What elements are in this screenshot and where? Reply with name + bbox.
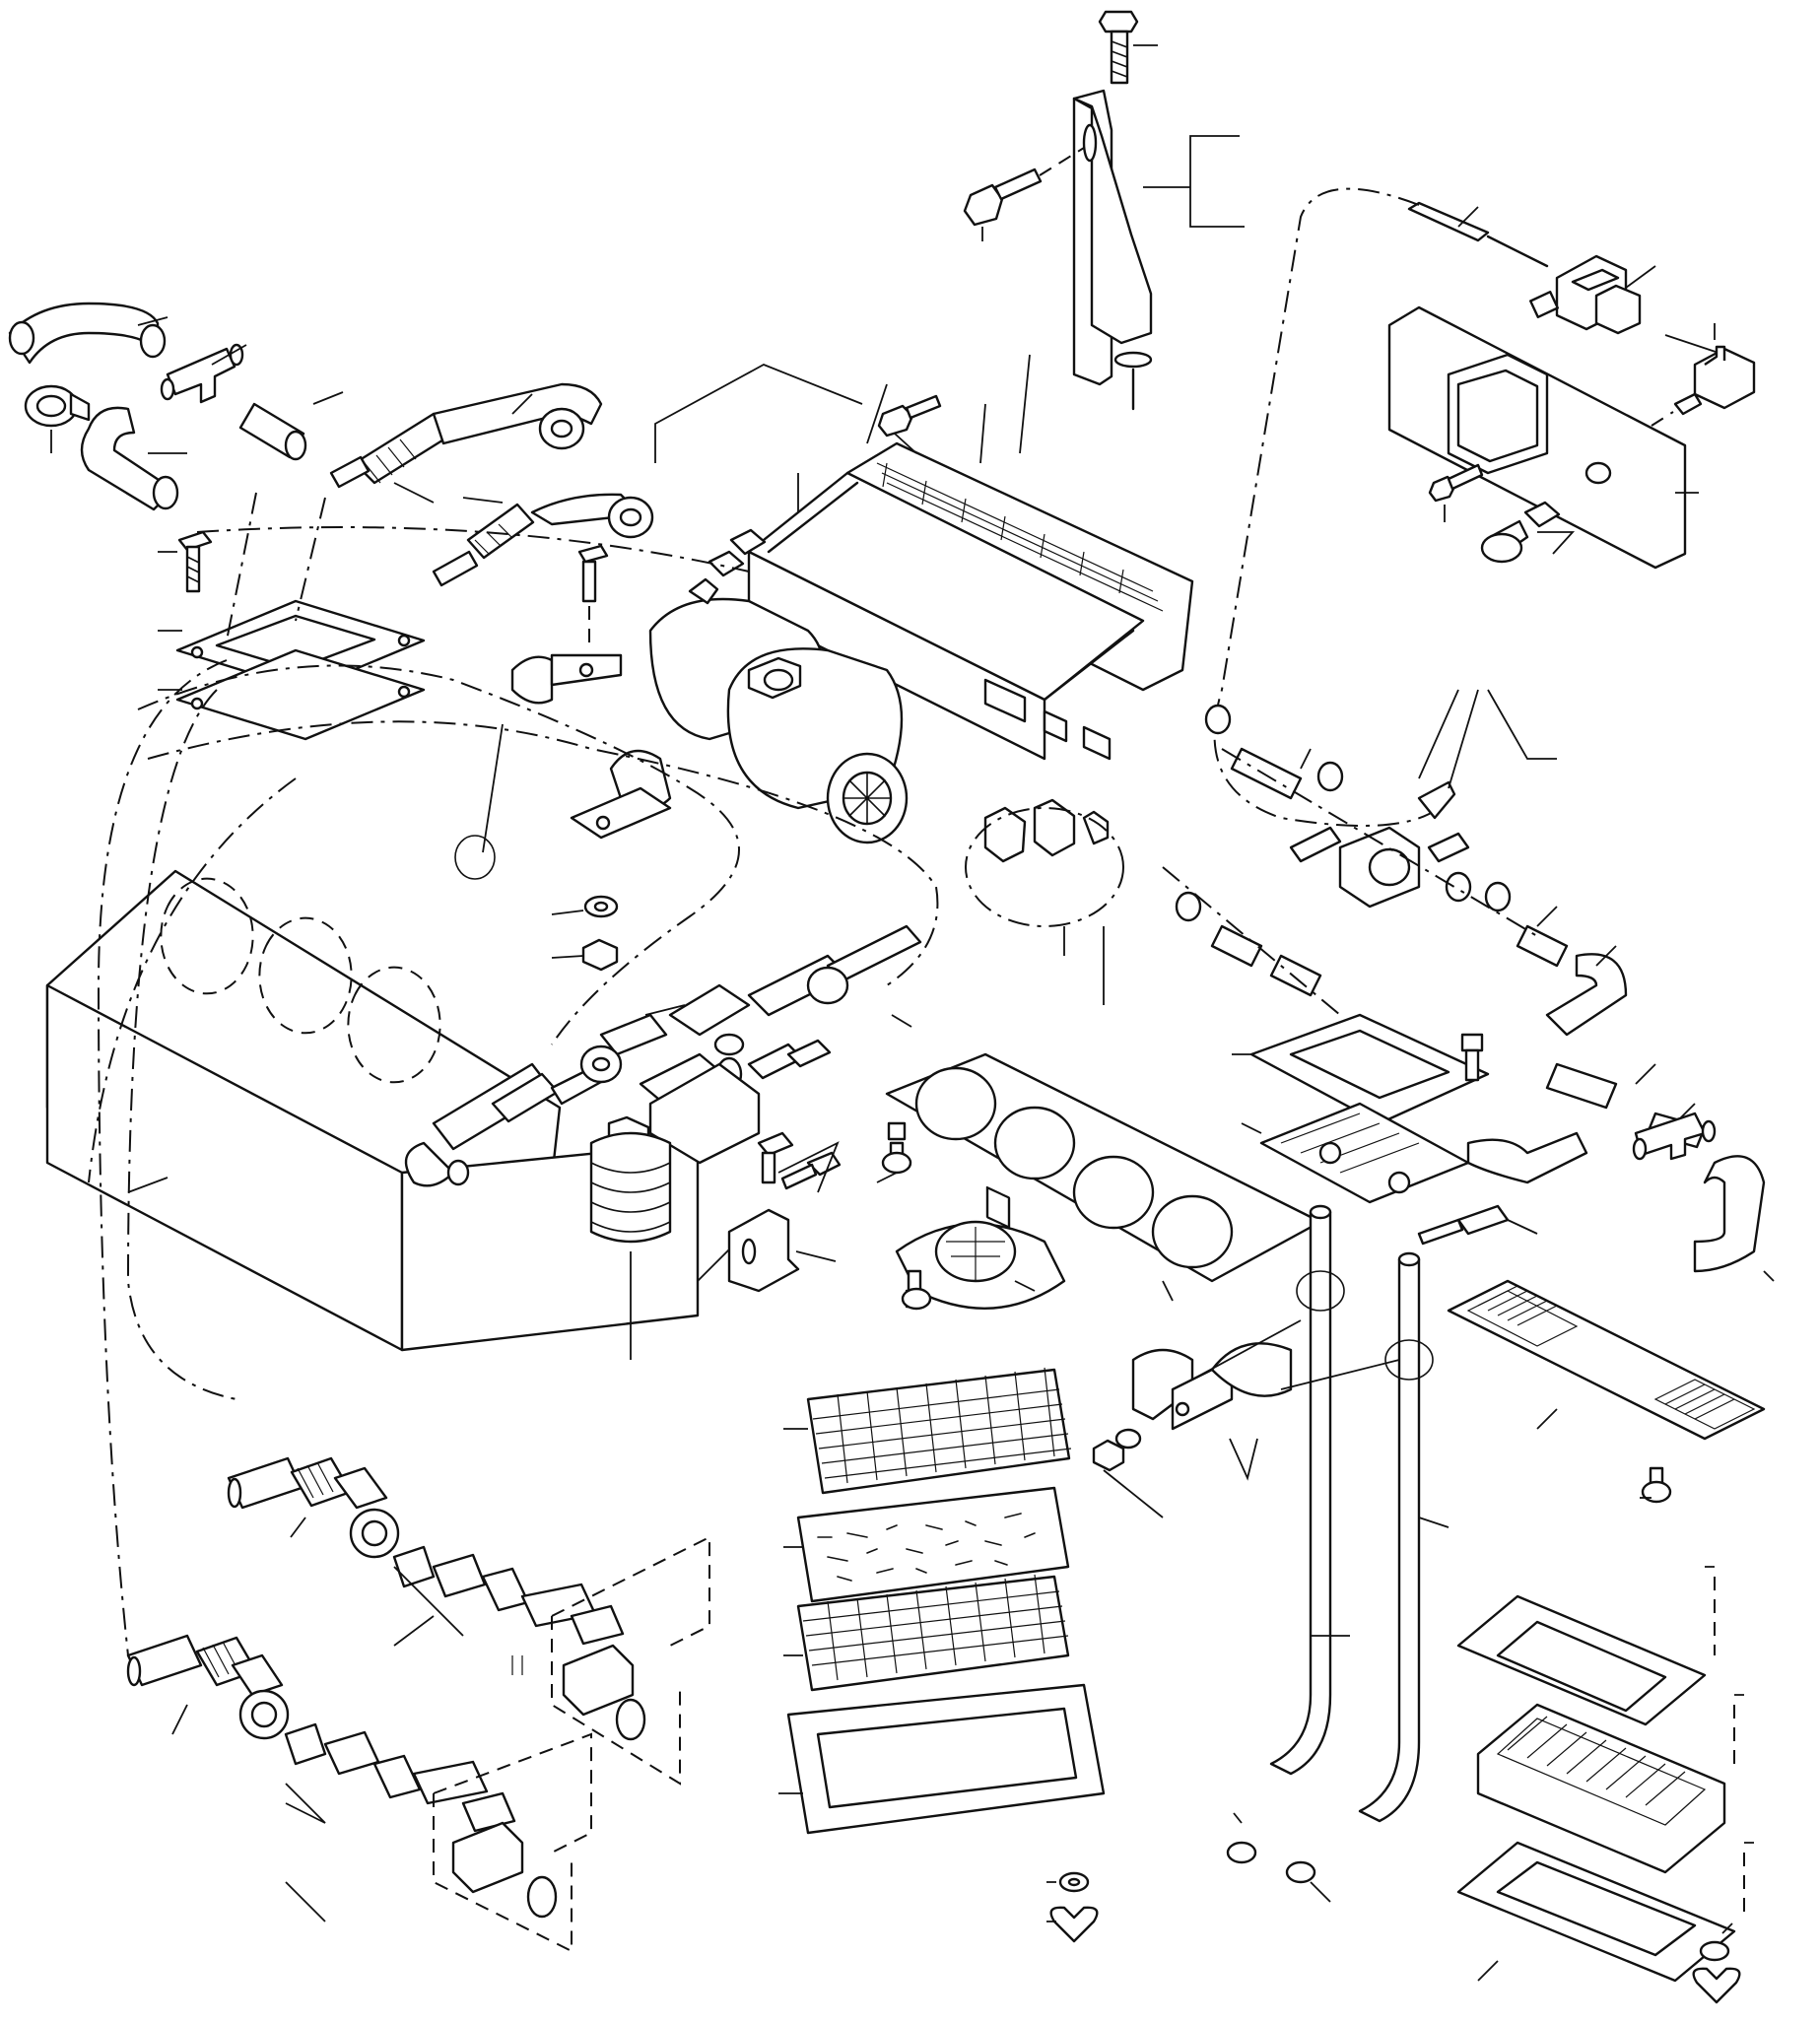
side-bolt — [963, 147, 1085, 241]
mounting-gasket-plate — [885, 1052, 1322, 1302]
plate-screw — [876, 1121, 912, 1183]
blower-fan — [648, 528, 909, 844]
hose-assembly-upper — [227, 1456, 710, 1786]
drain-valve — [639, 1033, 832, 1165]
elbow-hose — [8, 302, 169, 365]
filter-screen — [783, 1574, 1070, 1692]
hose-routing-line — [147, 720, 939, 986]
wing-nut — [1046, 1871, 1099, 1943]
heater-unit — [654, 354, 1194, 1229]
drain-cock — [589, 1115, 738, 1360]
flange-bolt — [1417, 1033, 1538, 1246]
gasket — [1241, 1102, 1470, 1204]
toggle-switch — [1529, 254, 1725, 356]
floor-grille — [1447, 1279, 1766, 1441]
hose-clip — [510, 544, 623, 705]
panel-screw — [1428, 463, 1484, 522]
elbow-hose — [80, 406, 187, 511]
hose-fitting — [329, 382, 603, 504]
heater-control-panel — [1387, 305, 1699, 570]
hose-routing-line — [88, 659, 297, 1656]
mounting-clip — [727, 1131, 842, 1293]
hose-clamp — [1226, 1812, 1331, 1903]
top-bolt — [1098, 10, 1158, 85]
hose-flange-gasket — [158, 492, 426, 741]
plug — [24, 384, 91, 453]
flange-bolt — [158, 530, 213, 593]
control-valve — [1289, 689, 1557, 909]
grille-screw — [1640, 1466, 1672, 1504]
tee-connector — [1632, 1112, 1717, 1161]
mounting-flange — [1232, 1013, 1490, 1125]
wing-nut — [1692, 1922, 1741, 2004]
switch-cover — [965, 798, 1124, 1005]
hose-fitting — [432, 493, 654, 587]
heater-bolt — [877, 394, 942, 454]
duct-pipe — [1269, 1204, 1449, 1823]
wiring-harness — [1213, 187, 1549, 827]
hose-routing-line — [1162, 866, 1341, 1016]
outlet-flange — [895, 1220, 1066, 1311]
radiator-tank — [45, 869, 700, 1352]
filter-frame — [778, 1683, 1106, 1835]
hose-connector — [404, 924, 922, 1187]
tee-connector — [160, 343, 247, 404]
filter-screen — [783, 1367, 1072, 1495]
defroster-outlet — [1456, 1566, 1754, 1983]
washer — [551, 895, 619, 918]
switch-unit — [1651, 323, 1756, 427]
mounting-bracket — [1072, 89, 1245, 411]
hose-routing-line — [1221, 748, 1538, 937]
nut — [551, 938, 619, 972]
hose-clamp — [1175, 704, 1512, 922]
pipe-clamp — [454, 723, 672, 880]
water-hose — [1210, 747, 1775, 1282]
pipe-clamp — [1131, 1319, 1400, 1481]
pilot-lamp — [1480, 501, 1576, 564]
nut — [1092, 1428, 1164, 1518]
short-hose — [238, 391, 344, 461]
filter-pad — [783, 1486, 1070, 1603]
hose-assembly-lower — [126, 1634, 592, 1953]
hose-routing-line — [137, 664, 740, 1045]
